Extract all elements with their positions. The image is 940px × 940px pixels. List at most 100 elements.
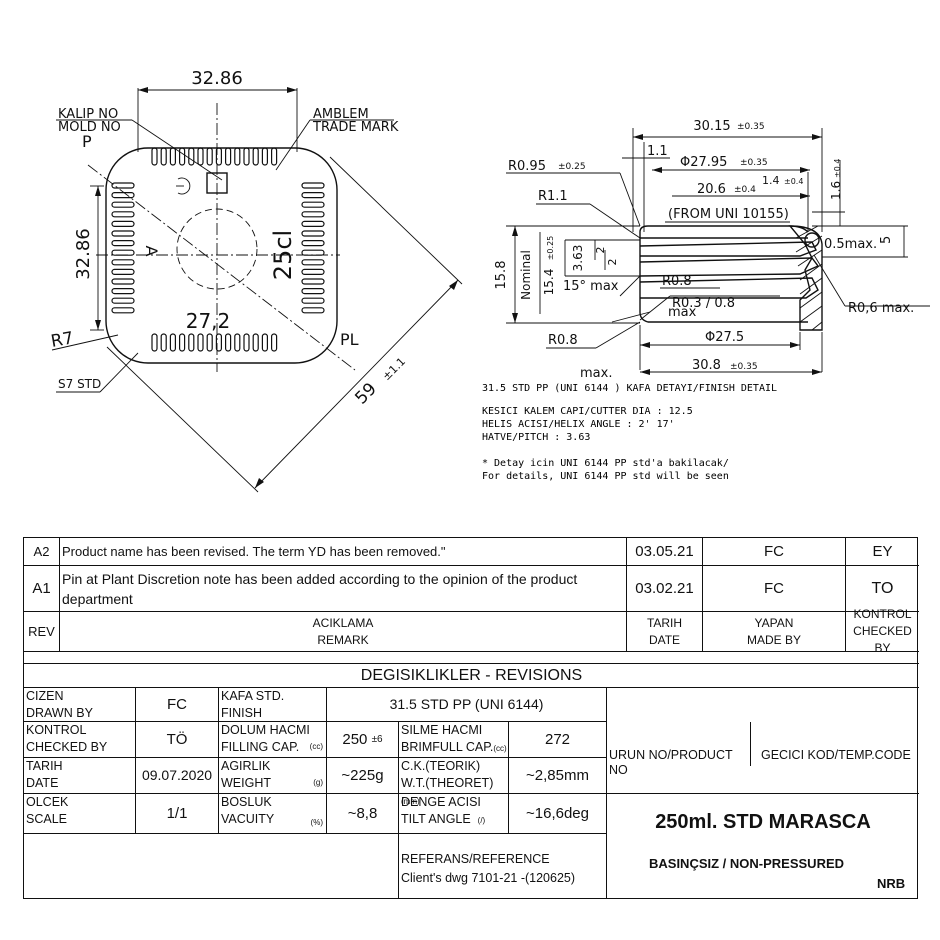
date-label: TARIH DATE — [24, 758, 136, 794]
revisions-title: DEGISIKLIKLER - REVISIONS — [24, 664, 919, 688]
filling-value: 250 ±6 — [327, 722, 399, 758]
date-tr: TARIH — [26, 759, 63, 773]
header-check-en: CHECKED BY — [853, 624, 912, 655]
brim-tr: SILME HACMI — [401, 723, 483, 737]
knurl-pin-top — [151, 147, 158, 166]
reference-block: REFERANS/REFERENCE Client's dwg 7101-21 … — [399, 834, 607, 898]
product-no-label: URUN NO/PRODUCT NO — [607, 722, 751, 777]
knurl-pin-left — [111, 259, 135, 266]
knurl-pin-top — [234, 147, 241, 166]
brim-en: BRIMFULL CAP. — [401, 740, 494, 754]
knurl-pin-bottom — [188, 333, 195, 352]
knurl-pin-top — [252, 147, 259, 166]
tol-30-15: ±0.35 — [737, 122, 765, 132]
trade-mark-label: TRADE MARK — [312, 120, 399, 135]
dim-height: 32.86 — [73, 228, 94, 280]
knurl-pin-bottom — [206, 333, 213, 352]
header-remark: ACIKLAMA REMARK — [60, 612, 627, 652]
r-0-6max: R0,6 max. — [848, 301, 914, 316]
dim-width: 32.86 — [191, 68, 243, 89]
header-checked-by: KONTROL CHECKED BY — [846, 607, 919, 655]
knurl-pin-top — [160, 147, 167, 166]
rev-a2-remark: Product name has been revised. The term … — [60, 538, 627, 566]
dim-1-4: 1.4 — [762, 174, 780, 187]
vacuity-label: BOSLUK VACUITY (%) — [219, 794, 327, 834]
knurl-pin-right — [301, 211, 325, 218]
knurl-pin-bottom — [160, 333, 167, 352]
knurl-pin-right — [301, 249, 325, 256]
finish-tr: KAFA STD. — [221, 689, 285, 703]
tilt-angle-label: DENGE ACISI TILT ANGLE (/) — [399, 794, 509, 834]
tol-1-6: ±0.4 — [833, 159, 842, 178]
front-view: 32.86 KALIP NO MOLD NO P AMBLEM TRADE MA… — [49, 68, 463, 493]
dim-20-6: 20.6 — [697, 182, 726, 197]
value-27-2: 27,2 — [186, 309, 231, 333]
blank-bottom-left — [24, 834, 399, 898]
header-made-by: YAPAN MADE BY — [703, 612, 846, 652]
brimfull-value: 272 — [509, 722, 607, 758]
rev-a2-date: 03.05.21 — [627, 538, 703, 566]
knurl-pin-bottom — [234, 333, 241, 352]
wall-thickness-value: ~2,85mm — [509, 758, 607, 794]
weight-label: AGIRLIK WEIGHT (g) — [219, 758, 327, 794]
knurl-pin-top — [206, 147, 213, 166]
knurl-pin-right — [301, 230, 325, 237]
knurl-pin-left — [111, 220, 135, 227]
checked-by-label: KONTROL CHECKED BY — [24, 722, 136, 758]
dim-15-8: 15.8 — [494, 261, 509, 290]
date-value: 09.07.2020 — [136, 758, 219, 794]
rev-a2-checked-by: EY — [846, 538, 919, 566]
knurl-pin-left — [111, 201, 135, 208]
knurl-pin-top — [243, 147, 250, 166]
header-made-tr: YAPAN — [754, 615, 794, 630]
filling-value-main: 250 — [342, 731, 368, 748]
nominal-label: Nominal — [519, 250, 533, 300]
knurl-pin-right — [301, 220, 325, 227]
vacuity-unit: (%) — [310, 818, 323, 827]
knurl-pin-top — [179, 147, 186, 166]
knurl-pin-right — [301, 288, 325, 295]
knurl-pin-left — [111, 211, 135, 218]
filling-label: DOLUM HACMI FILLING CAP. (cc) — [219, 722, 327, 758]
drawn-by-label: CIZEN DRAWN BY — [24, 688, 136, 722]
knurl-pin-bottom — [169, 333, 176, 352]
finish-label: KAFA STD. FINISH — [219, 688, 327, 722]
temp-code-label: GECICI KOD/TEMP.CODE — [761, 748, 911, 762]
knurl-pin-left — [111, 249, 135, 256]
knurl-pins — [111, 147, 325, 352]
scale-en: SCALE — [26, 812, 67, 826]
date-en: DATE — [26, 776, 59, 790]
knurl-pin-left — [111, 288, 135, 295]
header-date-tr: TARIH — [646, 615, 683, 630]
knurl-pin-left — [111, 182, 135, 189]
kalip-no-label: KALIP NO — [58, 107, 118, 122]
scale-value: 1/1 — [136, 794, 219, 834]
rev-a1-code: A1 — [24, 566, 60, 612]
finish-detail: 30.15 ±0.35 1.1 R0.95 ±0.25 Φ27.95 ±0.35… — [494, 119, 930, 381]
tilt-en: TILT ANGLE — [401, 812, 471, 826]
dim-2b: 2 — [606, 259, 619, 266]
cutter-note: KESICI KALEM CAPI/CUTTER DIA : 12.5 — [482, 406, 693, 417]
filling-unit: (cc) — [309, 742, 323, 751]
reference-value: Client's dwg 7101-21 -(120625) — [401, 871, 576, 885]
dim-3-63: 3.63 — [571, 245, 585, 272]
knurl-pin-top — [197, 147, 204, 166]
r-0-8b: R0.8 — [548, 333, 578, 348]
knurl-pin-left — [111, 307, 135, 314]
vacuity-tr: BOSLUK — [221, 795, 272, 809]
weight-unit: (g) — [313, 778, 323, 787]
knurl-pin-right — [301, 182, 325, 189]
knurl-pin-right — [301, 307, 325, 314]
scale-label: OLCEK SCALE — [24, 794, 136, 834]
knurl-pin-bottom — [243, 333, 250, 352]
dim-59: 59 — [351, 379, 380, 408]
knurl-pin-right — [301, 259, 325, 266]
detail-note-en: For details, UNI 6144 PP std will be see… — [482, 471, 729, 482]
angle-15max: 15° max — [563, 279, 619, 294]
knurl-pin-top — [188, 147, 195, 166]
wt-unit: (mm) — [401, 797, 420, 806]
rev-a2-made-by: FC — [703, 538, 846, 566]
tilt-angle-value: ~16,6deg — [509, 794, 607, 834]
knurl-pin-left — [111, 278, 135, 285]
dim-1-6: 1.6 — [829, 181, 843, 200]
